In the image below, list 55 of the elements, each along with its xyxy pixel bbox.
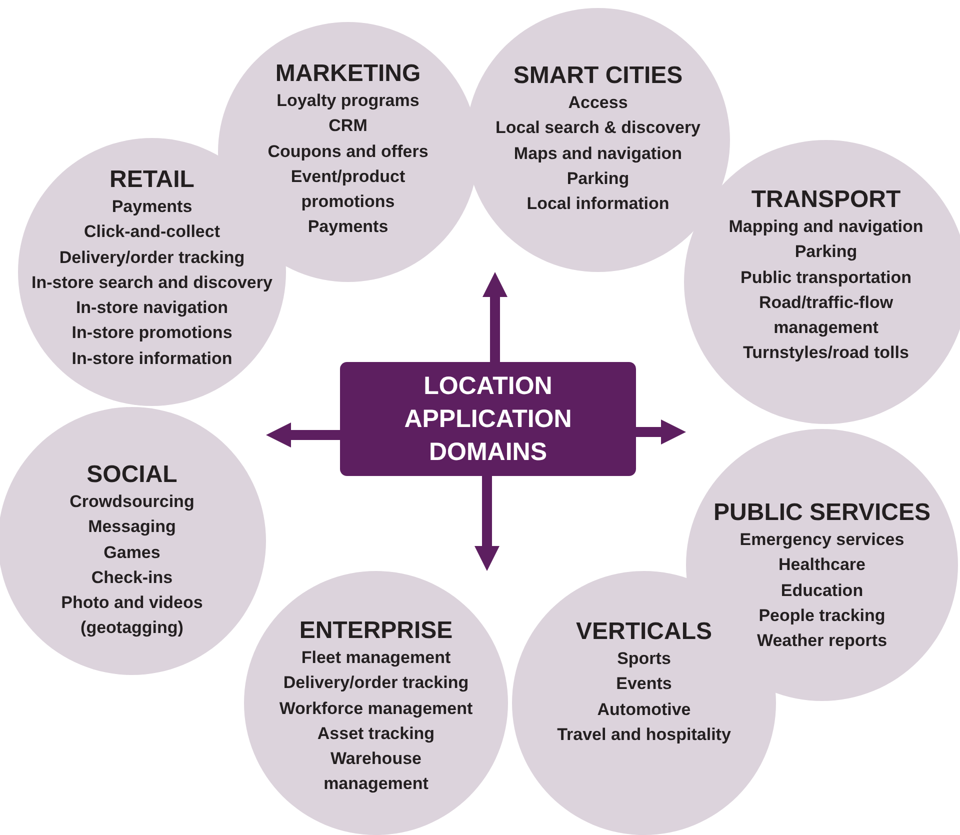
domain-item: Events	[616, 673, 672, 696]
domain-item: Games	[104, 542, 160, 564]
domain-item: Education	[780, 580, 864, 602]
center-title: LOCATION APPLICATION DOMAINS	[403, 370, 573, 468]
domain-item: Travel and hospitality	[557, 724, 731, 746]
domain-item: Emergency services	[740, 529, 904, 551]
domain-item: Delivery/order tracking	[283, 672, 469, 694]
domain-item: Warehouse management	[322, 748, 430, 796]
domain-item: Healthcare	[778, 554, 866, 576]
domain-heading: PUBLIC SERVICES	[714, 499, 930, 527]
center-box	[340, 362, 636, 476]
domain-item: Photo and videos (geotagging)	[60, 592, 204, 640]
domain-item: Automotive	[597, 698, 691, 721]
domain-item: Crowdsourcing	[70, 491, 194, 513]
domain-item: Maps and navigation	[514, 142, 682, 165]
domain-item: Workforce management	[279, 698, 473, 720]
domain-item: Check-ins	[91, 566, 173, 589]
arrow	[636, 420, 686, 444]
domain-item: Access	[568, 92, 628, 114]
domain-item: Delivery/order tracking	[59, 246, 245, 269]
domain-item: Payments	[112, 196, 192, 218]
domain-item: Mapping and navigation	[728, 216, 924, 238]
domain-item: Event/product promotions	[290, 166, 406, 214]
domain-item: Coupons and offers	[268, 140, 428, 163]
domain-item: Messaging	[88, 516, 176, 538]
domain-item: Sports	[617, 648, 671, 670]
domain-item: Local information	[526, 193, 670, 216]
domain-heading: RETAIL	[110, 166, 194, 194]
domain-heading: MARKETING	[275, 60, 421, 88]
arrow	[266, 422, 340, 448]
domain-item: Local search & discovery	[495, 117, 701, 140]
domain-item: Public transportation	[740, 266, 912, 289]
domain-heading: TRANSPORT	[751, 186, 901, 214]
domain-item: Fleet management	[301, 647, 451, 669]
domain-item: Road/traffic-flow management	[758, 292, 894, 340]
domain-item: Parking	[794, 241, 858, 264]
domain-heading: VERTICALS	[576, 618, 712, 646]
domain-item: In-store information	[72, 348, 232, 370]
domain-heading: SMART CITIES	[513, 62, 683, 90]
domain-item: In-store search and discovery	[32, 272, 272, 294]
domain-heading: ENTERPRISE	[299, 617, 453, 645]
domain-item: In-store navigation	[76, 297, 228, 320]
domain-item: Turnstyles/road tolls	[743, 342, 909, 364]
domain-item: Loyalty programs	[276, 90, 420, 112]
domain-heading: SOCIAL	[86, 461, 178, 489]
arrow	[482, 272, 508, 362]
domain-item: Parking	[566, 168, 630, 190]
domain-item: Payments	[308, 216, 388, 238]
domain-item: Click-and-collect	[84, 221, 220, 244]
domain-item: Weather reports	[756, 630, 888, 652]
domain-item: CRM	[328, 115, 368, 138]
domain-item: Asset tracking	[317, 722, 435, 745]
domain-item: People tracking	[758, 604, 886, 627]
arrow	[474, 476, 500, 571]
domain-item: In-store promotions	[72, 322, 232, 344]
